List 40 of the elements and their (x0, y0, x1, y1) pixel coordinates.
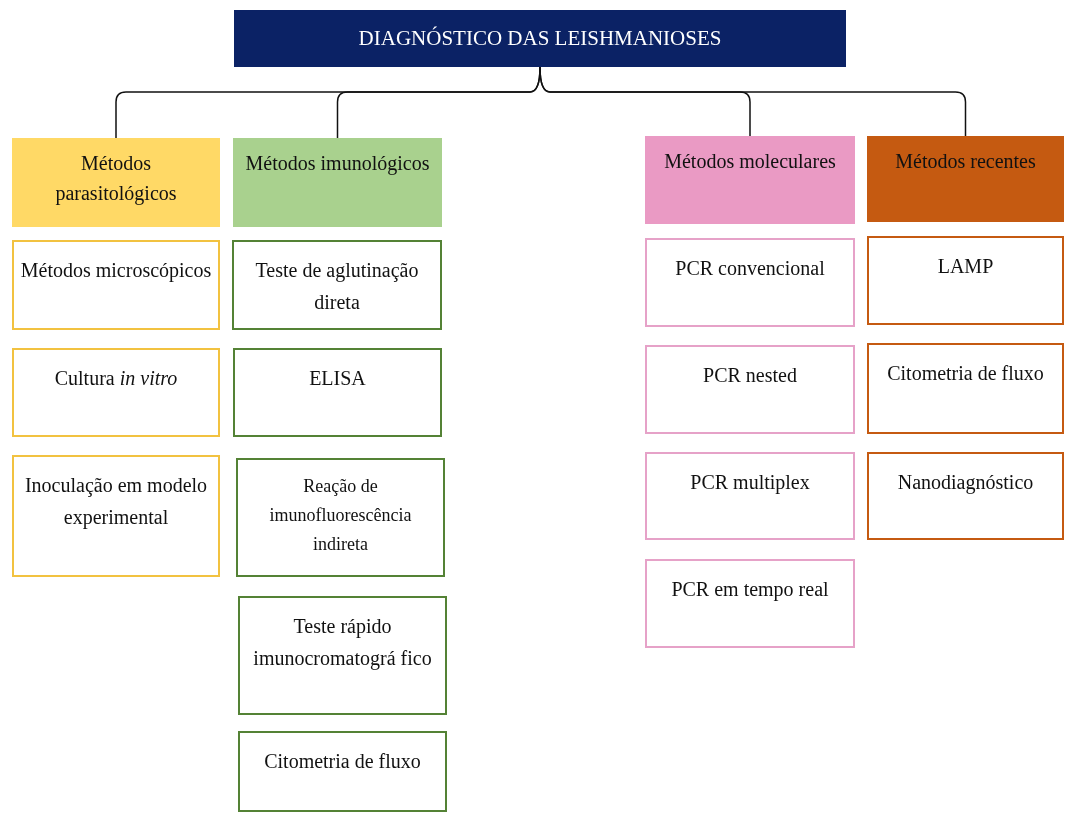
method-box (867, 452, 1064, 540)
method-label: Reação de imunofluorescência indireta (268, 475, 413, 556)
category-header (867, 136, 1064, 222)
category-label: Métodos imunológicos (245, 151, 430, 177)
method-label: PCR convencional (675, 256, 825, 281)
category-label: Métodos parasitológicos (54, 151, 178, 207)
method-box (238, 731, 447, 812)
method-label: Cultura in vitro (54, 366, 178, 391)
method-box (236, 458, 445, 577)
category-header (645, 136, 855, 224)
title-banner (234, 10, 846, 67)
category-header (233, 138, 442, 227)
method-label: Teste de aglutinação direta (254, 258, 420, 315)
method-box (645, 238, 855, 327)
method-label: Nanodiagnóstico (897, 470, 1034, 496)
method-box (238, 596, 447, 715)
method-label: ELISA (309, 366, 366, 391)
method-label: PCR em tempo real (671, 577, 829, 603)
method-label: PCR nested (703, 363, 797, 388)
method-box (867, 343, 1064, 434)
title-text: DIAGNÓSTICO DAS LEISHMANIOSES (358, 24, 722, 52)
method-label: Métodos microscópicos (20, 258, 212, 284)
method-box (12, 348, 220, 437)
method-label: Teste rápido imunocromatográ fico (252, 614, 433, 672)
method-box (867, 236, 1064, 325)
method-label: LAMP (937, 254, 994, 279)
method-box (645, 559, 855, 648)
method-label: Citometria de fluxo (264, 749, 421, 774)
category-label: Métodos recentes (895, 149, 1036, 174)
method-label: Citometria de fluxo (887, 361, 1044, 386)
method-box (12, 455, 220, 577)
method-box (645, 345, 855, 434)
category-label: Métodos moleculares (664, 149, 836, 174)
method-box (645, 452, 855, 540)
category-header (12, 138, 220, 227)
method-box (233, 348, 442, 437)
method-label: PCR multiplex (690, 470, 810, 496)
method-label: Inoculação em modelo experimental (23, 473, 209, 531)
method-box (12, 240, 220, 330)
method-box (232, 240, 442, 330)
